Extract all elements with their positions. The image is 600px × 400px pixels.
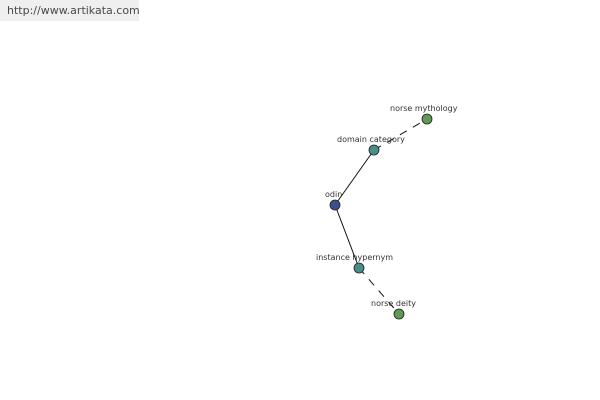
node-norse-deity-dot[interactable] xyxy=(393,308,405,320)
node-domain-category[interactable]: domain category xyxy=(337,135,405,156)
edge-odin-instance-hypernym xyxy=(334,204,360,269)
node-norse-mythology-dot[interactable] xyxy=(421,113,433,125)
node-domain-category-label: domain category xyxy=(337,135,405,144)
node-odin-label: odin xyxy=(325,190,342,199)
edges-layer xyxy=(334,118,428,315)
node-odin[interactable]: odin xyxy=(325,190,342,211)
node-instance-hypernym[interactable]: instance hypernym xyxy=(316,253,393,274)
source-url[interactable]: http://www.artikata.com xyxy=(7,4,140,17)
edge-odin-domain-category xyxy=(334,149,375,206)
node-domain-category-dot[interactable] xyxy=(368,144,380,156)
node-instance-hypernym-label: instance hypernym xyxy=(316,253,393,262)
nodes-layer: odin domain category norse mythology ins… xyxy=(316,104,458,320)
edge-domain-category-norse-mythology xyxy=(373,118,428,151)
node-norse-deity[interactable]: norse deity xyxy=(371,299,416,320)
source-banner: http://www.artikata.com xyxy=(0,0,140,21)
node-odin-dot[interactable] xyxy=(329,199,341,211)
node-norse-deity-label: norse deity xyxy=(371,299,416,308)
node-norse-mythology[interactable]: norse mythology xyxy=(390,104,458,125)
node-norse-mythology-label: norse mythology xyxy=(390,104,458,113)
edge-instance-hypernym-norse-deity xyxy=(358,267,400,315)
node-instance-hypernym-dot[interactable] xyxy=(353,262,365,274)
